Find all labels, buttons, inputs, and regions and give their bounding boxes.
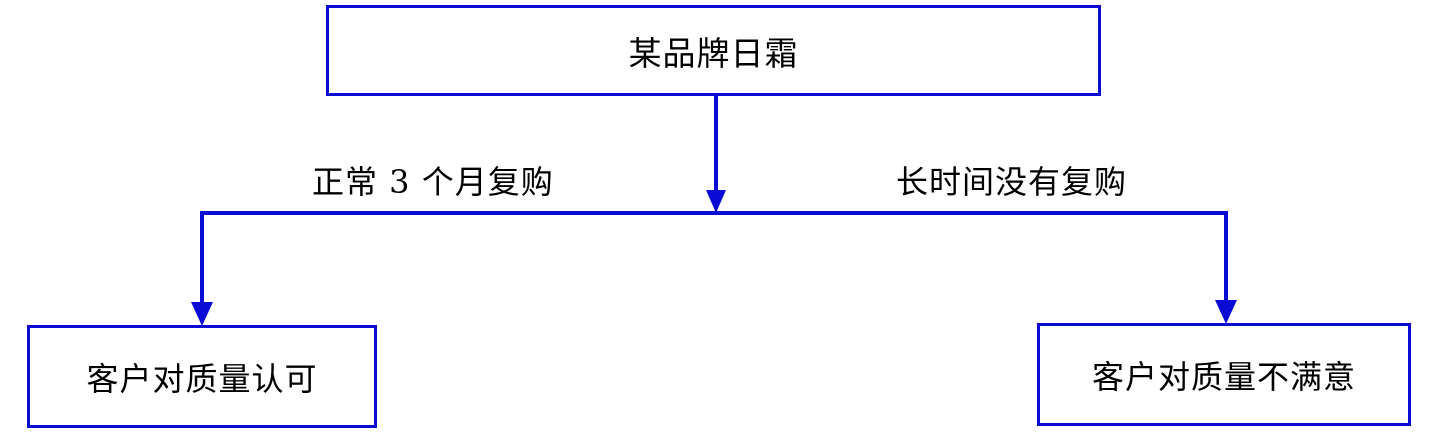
- left-outcome-label: 客户对质量认可: [86, 359, 318, 398]
- root-node: 某品牌日霜: [326, 5, 1101, 96]
- root-node-label: 某品牌日霜: [628, 33, 799, 73]
- right-edge-label: 长时间没有复购: [896, 163, 1128, 201]
- right-outcome-label: 客户对质量不满意: [1091, 357, 1356, 396]
- left-outcome-node: 客户对质量认可: [27, 325, 377, 428]
- left-edge-label: 正常 3 个月复购: [312, 163, 554, 201]
- right-outcome-node: 客户对质量不满意: [1037, 323, 1411, 426]
- trunk-arrowhead: [706, 190, 726, 213]
- right-branch-arrowhead: [1215, 300, 1237, 324]
- left-branch-arrowhead: [191, 302, 213, 326]
